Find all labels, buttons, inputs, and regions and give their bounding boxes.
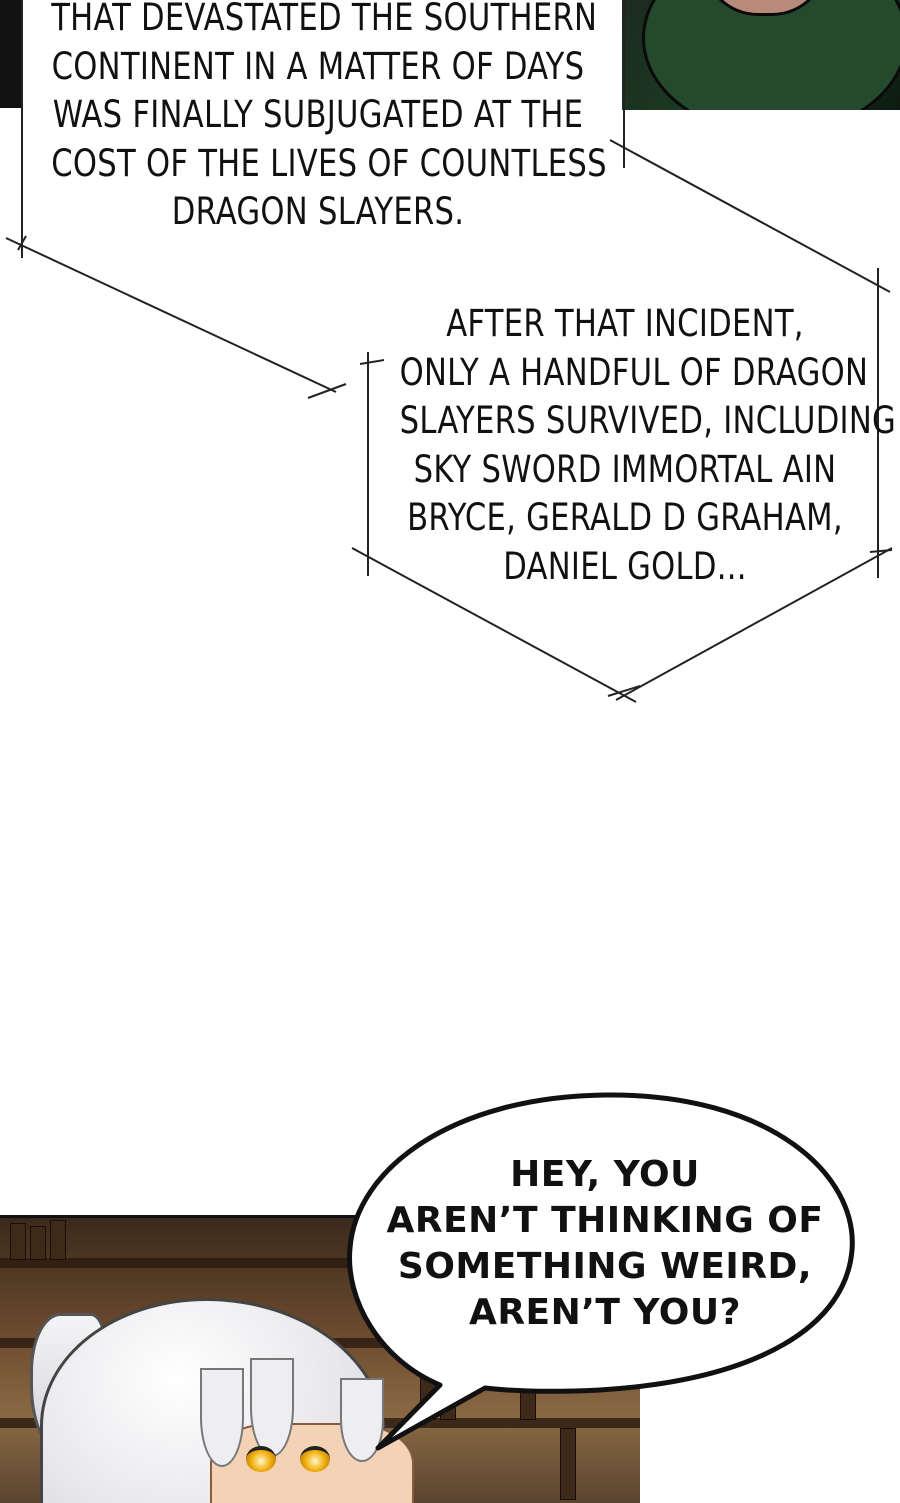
caption-1-line: COST OF THE LIVES OF COUNTLESS <box>51 141 607 185</box>
character-right-eye <box>300 1446 330 1472</box>
frame2-bottom-left-edge <box>351 547 637 703</box>
speech-bubble-text: HEY, YOU AREN’T THINKING OF SOMETHING WE… <box>360 1152 850 1336</box>
speech-line: SOMETHING WEIRD, <box>397 1246 813 1287</box>
caption-1-line: WAS FINALLY SUBJUGATED AT THE <box>52 93 584 136</box>
book <box>50 1220 66 1260</box>
speech-line: AREN’T YOU? <box>468 1292 742 1333</box>
caption-narration-2: AFTER THAT INCIDENT, ONLY A HANDFUL OF D… <box>399 300 897 590</box>
top-panel-art-left <box>0 0 22 108</box>
caption-2-line: SKY SWORD IMMORTAL AIN <box>413 447 837 491</box>
caption-1-line: CONTINENT IN A MATTER OF DAYS <box>51 44 585 88</box>
caption-narration-1: THAT DEVASTATED THE SOUTHERN CONTINENT I… <box>51 0 607 240</box>
bookshelf <box>0 1258 640 1268</box>
frame1-bottom-edge <box>5 237 337 393</box>
frame2-bottom-right-edge <box>615 547 893 701</box>
book <box>30 1226 46 1260</box>
caption-1-line: DRAGON SLAYERS. <box>171 190 465 233</box>
narration-box-1 <box>22 0 622 245</box>
character-cloak <box>642 0 900 110</box>
caption-1-line: THAT DEVASTATED THE SOUTHERN <box>51 0 598 39</box>
character-left-eye <box>246 1446 276 1472</box>
caption-2-line: AFTER THAT INCIDENT, <box>446 302 804 345</box>
book <box>10 1223 26 1260</box>
caption-2-line: ONLY A HANDFUL OF DRAGON <box>399 350 869 394</box>
speech-line: AREN’T THINKING OF <box>386 1200 824 1241</box>
narration-frame-lines <box>5 0 893 703</box>
hair-bang <box>250 1358 294 1457</box>
caption-2-line: SLAYERS SURVIVED, INCLUDING <box>399 399 897 442</box>
hair-bang <box>200 1368 244 1467</box>
caption-2-line: BRYCE, GERALD D GRAHAM, <box>407 496 843 539</box>
speech-bubble-outline <box>347 1092 855 1451</box>
speech-line: HEY, YOU <box>510 1154 700 1195</box>
caption-2-line: DANIEL GOLD... <box>503 544 747 588</box>
frame1-right-diagonal <box>609 139 891 293</box>
top-panel-art-right <box>622 0 900 110</box>
